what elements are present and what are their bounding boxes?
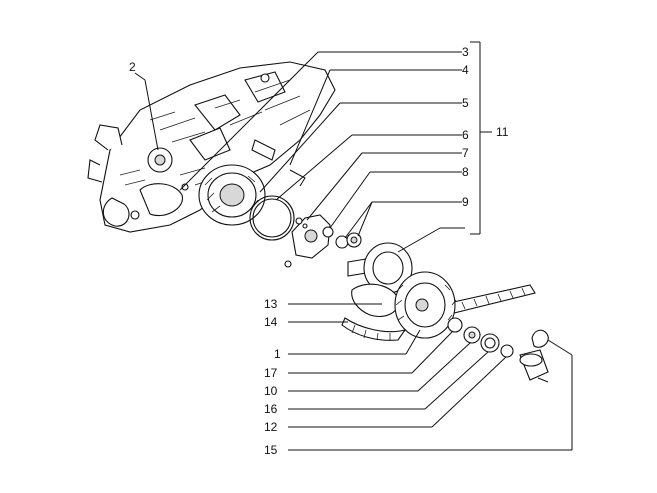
callout-13: 13 — [264, 297, 278, 311]
small-bushings-drawing — [322, 226, 362, 249]
clutch-shoe-drawing — [341, 317, 407, 341]
callout-labels: 2 3 4 5 6 7 8 9 11 13 14 1 17 10 16 12 1… — [129, 45, 509, 457]
engine-crankcase-drawing — [87, 61, 336, 233]
callout-1: 1 — [274, 347, 281, 361]
leader-lines — [134, 41, 573, 451]
callout-8: 8 — [462, 165, 469, 179]
callout-5: 5 — [462, 96, 469, 110]
callout-4: 4 — [462, 63, 469, 77]
clip-drawing — [531, 329, 549, 348]
callout-7: 7 — [462, 146, 469, 160]
driven-pulley-drawing — [394, 271, 457, 339]
callout-6: 6 — [462, 128, 469, 142]
callout-16: 16 — [264, 402, 278, 416]
variator-ramp-plate-drawing — [284, 214, 331, 268]
callout-11: 11 — [496, 125, 509, 139]
callout-14: 14 — [264, 315, 278, 329]
washer-and-bearing-drawing — [447, 317, 514, 358]
callout-3: 3 — [462, 45, 469, 59]
clutch-housing-drawing — [198, 164, 266, 226]
callout-12: 12 — [264, 420, 278, 434]
callout-10: 10 — [264, 384, 278, 398]
cup-cover-drawing — [519, 349, 549, 383]
callout-17: 17 — [264, 366, 278, 380]
callout-9: 9 — [462, 195, 469, 209]
callout-15: 15 — [264, 443, 278, 457]
driving-pulley-drawing — [347, 242, 413, 317]
gasket-ring-drawing — [249, 195, 295, 241]
callout-2: 2 — [129, 60, 136, 74]
